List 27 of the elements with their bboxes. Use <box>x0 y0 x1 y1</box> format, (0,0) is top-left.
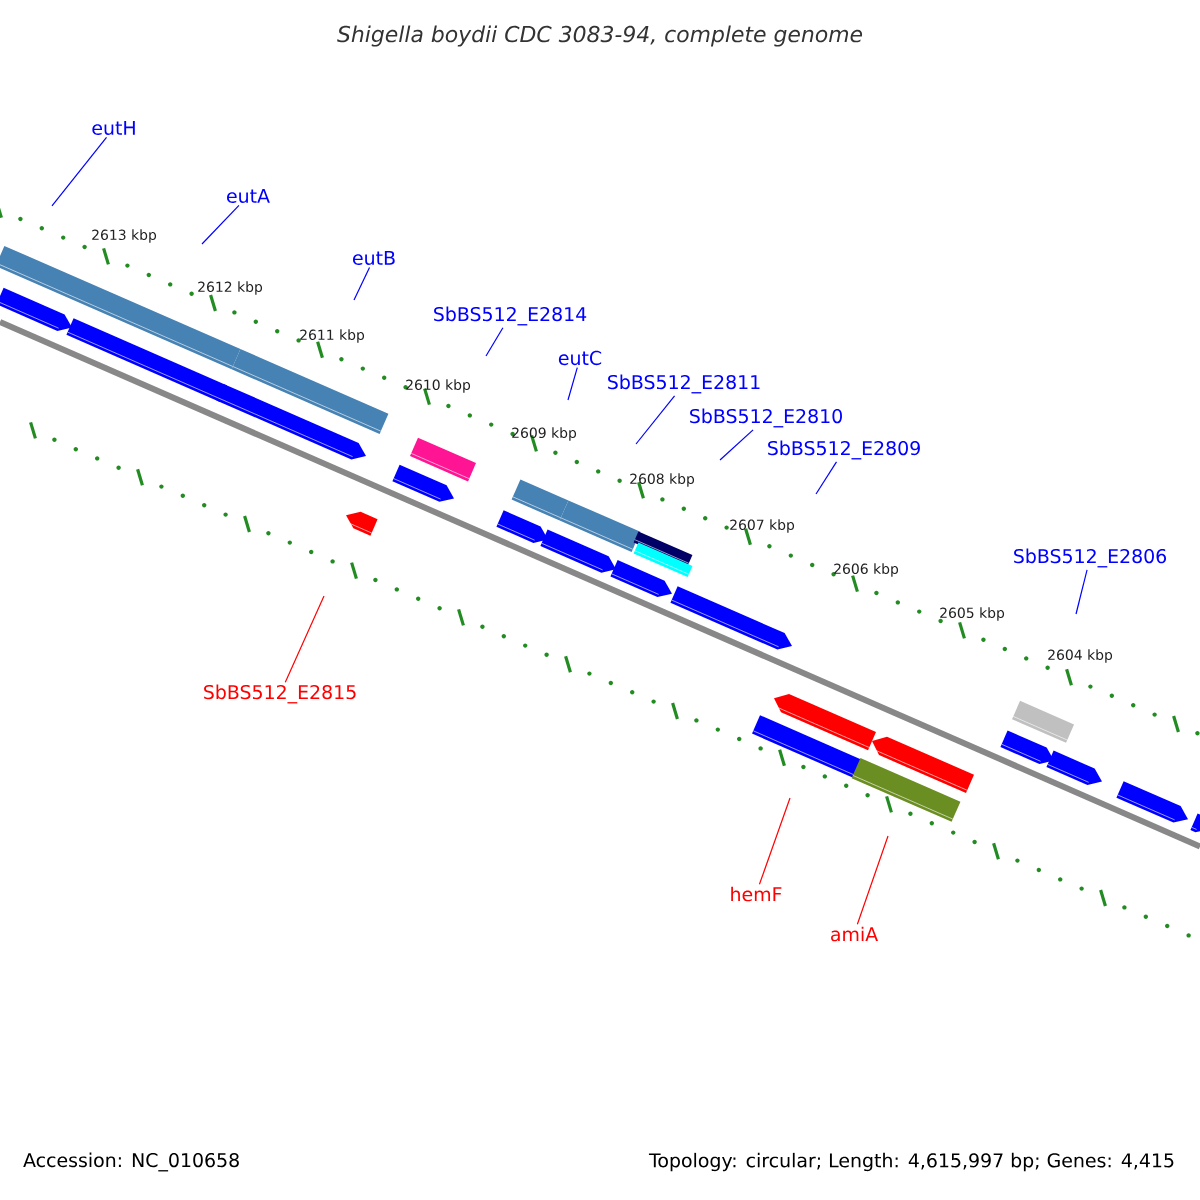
leader-line <box>51 136 108 207</box>
gene-label: SbBS512_E2809 <box>768 440 920 460</box>
leader-line <box>567 366 578 401</box>
gene-label: eutB <box>353 250 395 266</box>
leader-line <box>815 461 838 495</box>
gene-label: SbBS512_E2815 <box>204 684 356 704</box>
gene-label: eutA <box>227 188 270 204</box>
leader-line <box>201 204 240 245</box>
gene-label: hemF <box>731 886 782 902</box>
leader-line <box>1075 569 1088 615</box>
title: Shigella boydii CDC 3083-94, complete genome <box>337 25 863 47</box>
gene-label: SbBS512_E2811 <box>608 374 760 394</box>
leader-line <box>856 835 889 925</box>
gene-label: eutH <box>92 120 135 136</box>
leader-line <box>485 327 504 357</box>
leader-line <box>284 595 325 683</box>
genome-info-text: Topology: circular; Length: 4,615,997 bp; Genes: 4,415 <box>648 1152 1174 1172</box>
gene-label: eutC <box>558 350 602 366</box>
gene-label: SbBS512_E2806 <box>1014 548 1167 568</box>
gene-label: amiA <box>831 926 878 942</box>
gene-label: SbBS512_E2810 <box>690 408 842 428</box>
gene-label: SbBS512_E2814 <box>434 306 587 326</box>
accession-text: Accession: NC_010658 <box>23 1152 239 1172</box>
leader-line <box>353 266 371 301</box>
leader-line <box>635 395 676 445</box>
leader-line <box>719 429 754 461</box>
leader-line <box>758 797 791 885</box>
